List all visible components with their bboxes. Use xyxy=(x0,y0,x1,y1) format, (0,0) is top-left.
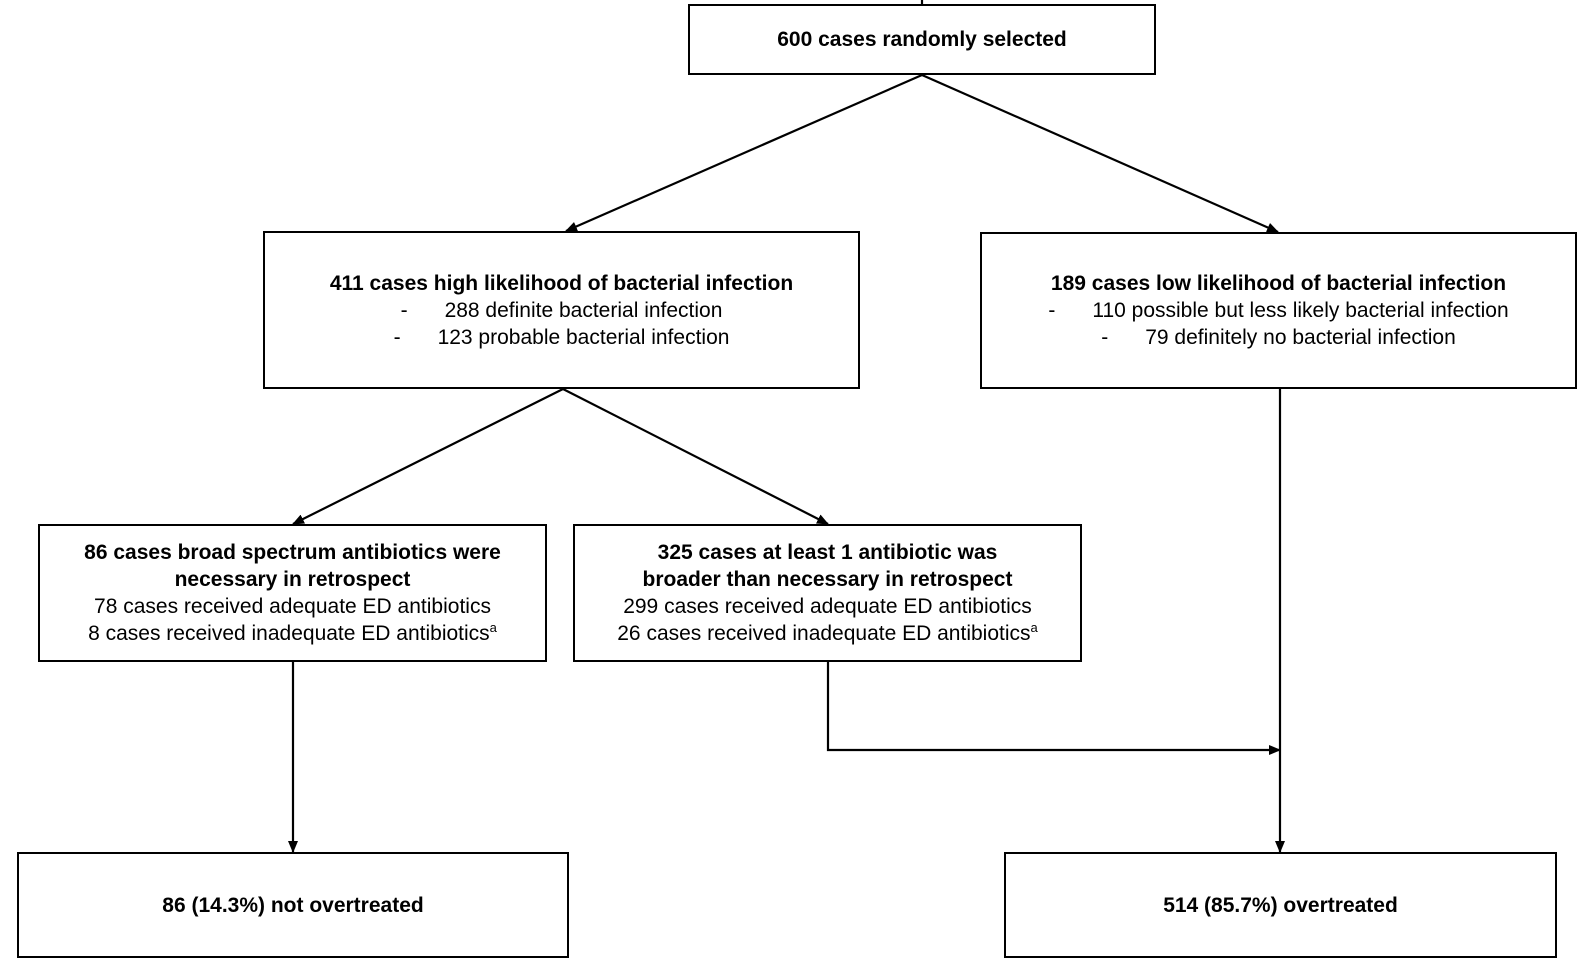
line-325-to-merge xyxy=(826,662,1281,755)
list-dash: - xyxy=(400,298,408,322)
low-likelihood-item-possible: - 110 possible but less likely bacterial… xyxy=(1048,297,1508,324)
box-randomly-selected: 600 cases randomly selected xyxy=(688,4,1156,75)
broad-necessary-adequate: 78 cases received adequate ED antibiotic… xyxy=(94,595,491,618)
box-broader-than-necessary: 325 cases at least 1 antibiotic was broa… xyxy=(573,524,1082,662)
broader-adequate: 299 cases received adequate ED antibioti… xyxy=(623,595,1032,618)
box-broad-necessary: 86 cases broad spectrum antibiotics were… xyxy=(38,524,547,662)
broader-title-line1: 325 cases at least 1 antibiotic was xyxy=(657,541,998,564)
list-dash: - xyxy=(393,325,401,349)
low-likelihood-item-label: 110 possible but less likely bacterial i… xyxy=(1092,299,1509,322)
broad-necessary-title-line1: 86 cases broad spectrum antibiotics were xyxy=(84,541,501,564)
low-likelihood-item-none: - 79 definitely no bacterial infection xyxy=(1101,324,1456,351)
box-high-likelihood: 411 cases high likelihood of bacterial i… xyxy=(263,231,860,389)
broader-inadequate-row: 26 cases received inadequate ED antibiot… xyxy=(617,620,1038,647)
overtreated-title: 514 (85.7%) overtreated xyxy=(1163,893,1398,917)
high-likelihood-item-label: 288 definite bacterial infection xyxy=(444,298,723,322)
box-overtreated: 514 (85.7%) overtreated xyxy=(1004,852,1557,958)
broader-title-line2: broader than necessary in retrospect xyxy=(642,568,1013,591)
low-likelihood-item-label: 79 definitely no bacterial infection xyxy=(1145,326,1456,349)
broader-inadequate: 26 cases received inadequate ED antibiot… xyxy=(617,622,1031,645)
arrow-600-to-411 xyxy=(565,73,923,233)
high-likelihood-item-label: 123 probable bacterial infection xyxy=(437,325,730,349)
footnote-marker: a xyxy=(1030,620,1038,635)
broad-necessary-inadequate: 8 cases received inadequate ED antibioti… xyxy=(88,622,490,645)
broad-necessary-title-line2: necessary in retrospect xyxy=(174,568,411,591)
box-low-likelihood: 189 cases low likelihood of bacterial in… xyxy=(980,232,1577,389)
low-likelihood-title: 189 cases low likelihood of bacterial in… xyxy=(1050,272,1507,295)
box-not-overtreated: 86 (14.3%) not overtreated xyxy=(17,852,569,958)
arrow-600-to-189 xyxy=(921,73,1279,234)
high-likelihood-title: 411 cases high likelihood of bacterial i… xyxy=(329,271,794,295)
high-likelihood-item-definite: - 288 definite bacterial infection xyxy=(401,297,723,324)
arrow-411-to-325 xyxy=(562,388,829,525)
list-dash: - xyxy=(1101,326,1109,349)
not-overtreated-title: 86 (14.3%) not overtreated xyxy=(162,893,424,917)
high-likelihood-item-probable: - 123 probable bacterial infection xyxy=(394,324,730,351)
arrow-411-to-86 xyxy=(292,388,564,525)
footnote-marker: a xyxy=(489,620,497,635)
list-dash: - xyxy=(1048,299,1056,322)
randomly-selected-title: 600 cases randomly selected xyxy=(777,28,1067,51)
broad-necessary-inadequate-row: 8 cases received inadequate ED antibioti… xyxy=(88,620,497,647)
